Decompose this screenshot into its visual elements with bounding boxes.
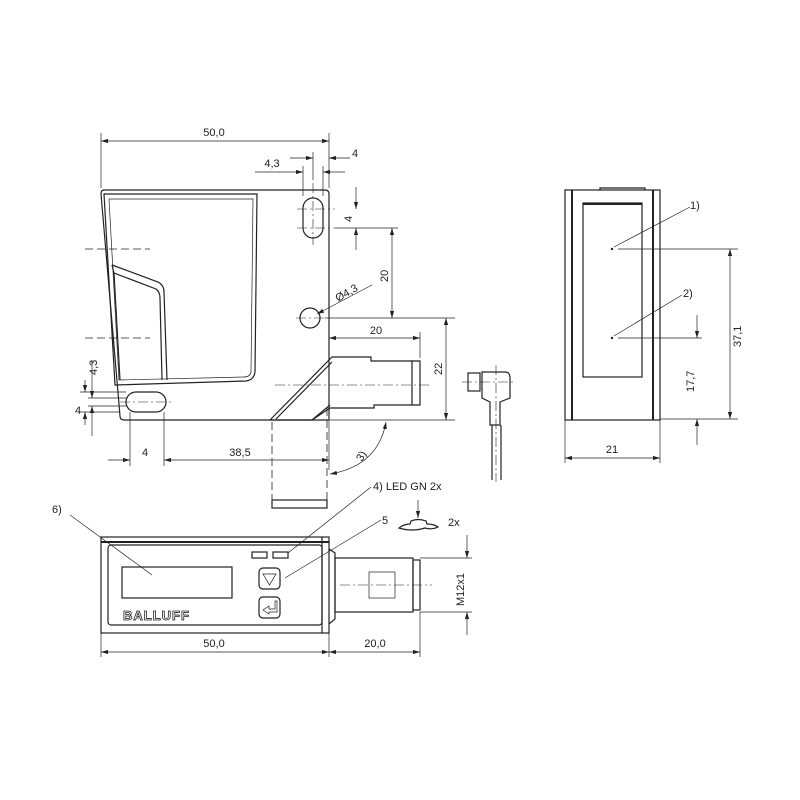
dim-height-37-1: 37,1	[732, 326, 744, 347]
connector-rotated-position	[271, 408, 328, 500]
dim-connector-top: 20,0	[364, 638, 385, 650]
dim-connector-height: 22	[433, 363, 445, 375]
callout-led: 4) LED GN 2x	[373, 481, 442, 493]
dim-side-width: 21	[606, 444, 618, 456]
display	[121, 566, 233, 599]
down-button[interactable]	[258, 567, 281, 590]
dim-connector-length: 20	[370, 325, 382, 337]
dim-width-front: 50,0	[203, 127, 224, 139]
led-indicator	[251, 551, 268, 559]
led-indicator	[272, 551, 289, 559]
dim-bottom-offset: 38,5	[229, 447, 250, 459]
enter-button[interactable]	[258, 596, 281, 619]
dim-slot-offset: 4	[352, 148, 358, 160]
dim-left-slot-offset: 4	[75, 405, 81, 417]
brand-logo: BALLUFF	[123, 608, 190, 623]
rotation-note: 3)	[354, 449, 369, 463]
enter-icon	[262, 600, 278, 615]
callout-display: 6)	[52, 504, 62, 516]
optic-window	[582, 202, 643, 378]
dim-hole-spacing: 20	[379, 270, 391, 282]
receiver-window	[111, 264, 168, 381]
triangle-down-icon	[262, 573, 277, 586]
side-view: 1) 2) 37,1 17,7 21	[564, 187, 744, 463]
lens-window-outer	[103, 193, 258, 386]
dim-slot-width: 4,3	[264, 158, 279, 170]
dim-thread: M12x1	[455, 573, 467, 606]
dim-height-17-7: 17,7	[685, 371, 697, 392]
button-count: 2x	[448, 517, 460, 529]
dim-left-slot-height: 4,3	[88, 360, 100, 375]
lens-window-inner	[108, 198, 254, 381]
callout-2: 2)	[683, 288, 693, 300]
button-symbol-icon	[397, 518, 440, 531]
connector-angled	[268, 356, 413, 421]
dim-hole-diameter: Ø4,3	[334, 282, 361, 304]
front-view: 50,0 4,3 4 4 20 Ø4,3 20 22 4,3 4	[75, 127, 455, 509]
dim-width-top: 50,0	[203, 638, 224, 650]
callout-1: 1)	[690, 200, 700, 212]
callout-button: 5	[382, 515, 388, 527]
dim-slot-height: 4	[343, 216, 355, 222]
housing-outline	[100, 189, 330, 421]
cable-connector-icon	[462, 365, 515, 482]
dim-bottom-slot: 4	[142, 447, 148, 459]
top-view: BALLUFF 6) 4) LED GN 2x 5 2x M12x1 50,0 …	[52, 481, 472, 657]
